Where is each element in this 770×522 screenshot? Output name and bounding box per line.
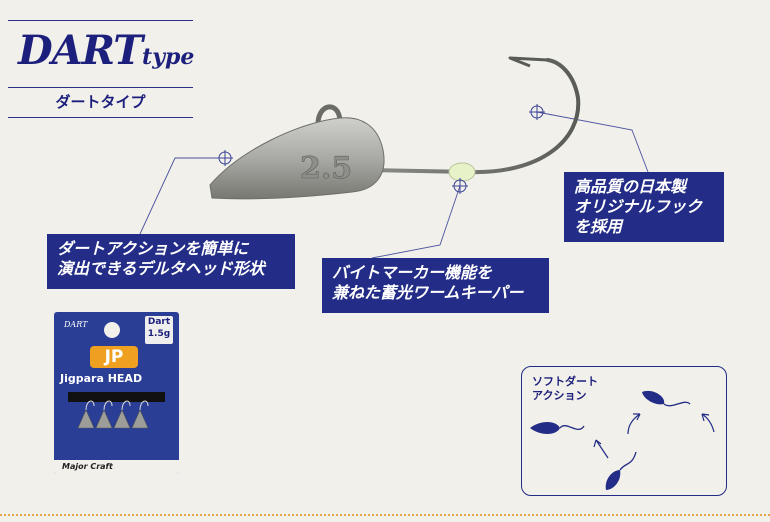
leader-line-head — [139, 157, 225, 235]
dart-action-diagram — [530, 390, 715, 490]
title-type-suffix: type — [142, 44, 195, 70]
callout-head-shape-line2: 演出できるデルタヘッド形状 — [57, 259, 265, 278]
line-eye — [315, 104, 343, 125]
action-arrow-1 — [595, 439, 609, 459]
package-maker: Major Craft — [54, 460, 179, 474]
title-block: DARTtype ダートタイプ — [8, 14, 194, 118]
crosshair-hook-icon — [529, 104, 545, 120]
leader-lines — [139, 111, 649, 259]
callout-hook: 高品質の日本製 オリジナルフック を採用 — [564, 172, 724, 242]
callout-hook-line1: 高品質の日本製 — [574, 177, 687, 196]
crosshair-marker-icon — [452, 178, 468, 194]
callout-bait-marker-line1: バイトマーカー機能を — [332, 263, 493, 282]
hook — [368, 58, 581, 175]
soft-dart-action-box: ソフトダート アクション — [521, 366, 727, 496]
action-arrow-3 — [701, 413, 715, 433]
title-bottom-rule — [8, 117, 193, 118]
product-package-image: DART Dart 1.5g JP Jigpara HEAD Major Cra… — [54, 312, 179, 474]
page-title: DARTtype — [18, 28, 194, 80]
callout-head-shape: ダートアクションを簡単に 演出できるデルタヘッド形状 — [47, 234, 295, 289]
lead-head — [209, 117, 385, 200]
dart-head-icon-left — [530, 422, 560, 434]
soft-dart-action-label: ソフトダート アクション — [532, 375, 598, 403]
page-subtitle: ダートタイプ — [55, 93, 146, 111]
crosshair-head-icon — [217, 150, 233, 166]
callout-bait-marker-line2: 兼ねた蓄光ワームキーパー — [332, 283, 524, 302]
package-jp-badge: JP — [90, 346, 138, 368]
title-top-rule — [8, 20, 193, 21]
bottom-dotted-rule — [0, 514, 770, 516]
title-main-text: DART — [18, 27, 143, 74]
callout-bait-marker: バイトマーカー機能を 兼ねた蓄光ワームキーパー — [322, 258, 549, 313]
package-brand: DART — [64, 320, 88, 329]
action-label-line1: ソフトダート — [532, 375, 598, 388]
leader-line-hook — [536, 111, 649, 173]
package-product-name: Jigpara HEAD — [60, 372, 143, 385]
package-jigs — [58, 388, 175, 458]
leader-line-marker — [371, 185, 461, 259]
dart-head-icon-bottom — [605, 470, 621, 490]
package-tag-line2: 1.5g — [147, 329, 171, 339]
weight-mark: 2.5 — [300, 151, 352, 186]
action-arrow-2 — [627, 413, 641, 435]
package-hang-hole — [104, 322, 120, 338]
callout-hook-line2: オリジナルフック — [574, 197, 703, 216]
callout-hook-line3: を採用 — [574, 217, 623, 236]
callout-head-shape-line1: ダートアクションを簡単に — [57, 239, 249, 258]
worm-keeper — [448, 162, 476, 182]
hook-point — [508, 56, 549, 68]
dart-head-icon-top — [642, 390, 665, 405]
action-label-line2: アクション — [532, 389, 587, 402]
package-tag-line1: Dart — [147, 317, 171, 327]
title-mid-rule — [8, 87, 193, 88]
package-weight-tag: Dart 1.5g — [145, 316, 173, 344]
